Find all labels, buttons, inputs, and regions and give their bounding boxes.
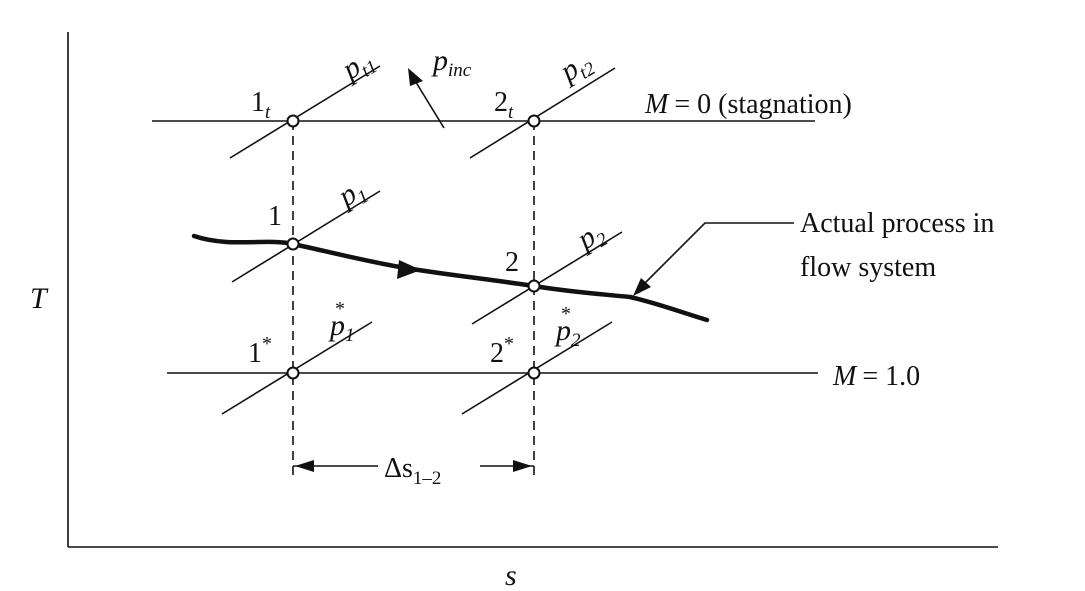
state-point-2t (527, 114, 541, 128)
state-point-2-star (527, 366, 541, 380)
t-axis-label: T (30, 282, 49, 315)
delta-s-label: Δs1–2 (384, 453, 441, 489)
svg-text:*: * (561, 303, 571, 325)
isobar-p1 (231, 190, 381, 283)
delta-s-arrow-left (295, 460, 314, 472)
process-annotation-line2: flow system (800, 252, 936, 283)
label-p1: p1 (331, 172, 373, 217)
actual-process-curve (191, 233, 710, 323)
label-pt2: pt2 (553, 44, 600, 92)
process-direction-arrow (397, 260, 421, 279)
isobar-p2 (471, 231, 623, 325)
svg-text:p1: p1 (331, 172, 373, 217)
delta-s-arrow-right (513, 460, 532, 472)
svg-text:p2: p2 (570, 215, 612, 261)
label-2: 2 (505, 247, 519, 278)
svg-text:pt1: pt1 (335, 42, 381, 90)
process-leader-arrowhead (633, 278, 651, 296)
svg-text:p2: p2 (554, 314, 581, 351)
label-2t: 2t (494, 87, 514, 123)
stagnation-label: M= 0 (stagnation) (644, 89, 852, 120)
svg-text:*: * (335, 298, 345, 320)
label-1-star: 1* (248, 333, 272, 369)
p-inc-arrow-shaft (413, 78, 445, 129)
label-2-star: 2* (490, 333, 514, 369)
s-axis-label: s (505, 559, 517, 591)
state-point-2 (527, 279, 541, 293)
label-p1-star: * p1 (328, 298, 355, 346)
process-annotation-line1: Actual process in (800, 208, 994, 239)
process-leader-line (639, 222, 794, 289)
label-pt1: pt1 (335, 42, 381, 90)
svg-text:p1: p1 (328, 309, 355, 346)
label-p-inc: pinc (431, 44, 472, 81)
state-point-1-star (286, 366, 300, 380)
label-p2-star: * p2 (554, 303, 581, 351)
isobar-pt2 (469, 67, 616, 159)
state-point-1 (286, 237, 300, 251)
label-p2: p2 (570, 215, 612, 261)
state-point-1t (286, 114, 300, 128)
sonic-label: M= 1.0 (832, 361, 920, 392)
label-1: 1 (268, 201, 282, 232)
isobar-pt1 (229, 65, 381, 159)
p-inc-arrow-head (408, 68, 423, 86)
svg-text:pt2: pt2 (553, 44, 600, 92)
label-1t: 1t (251, 87, 271, 123)
